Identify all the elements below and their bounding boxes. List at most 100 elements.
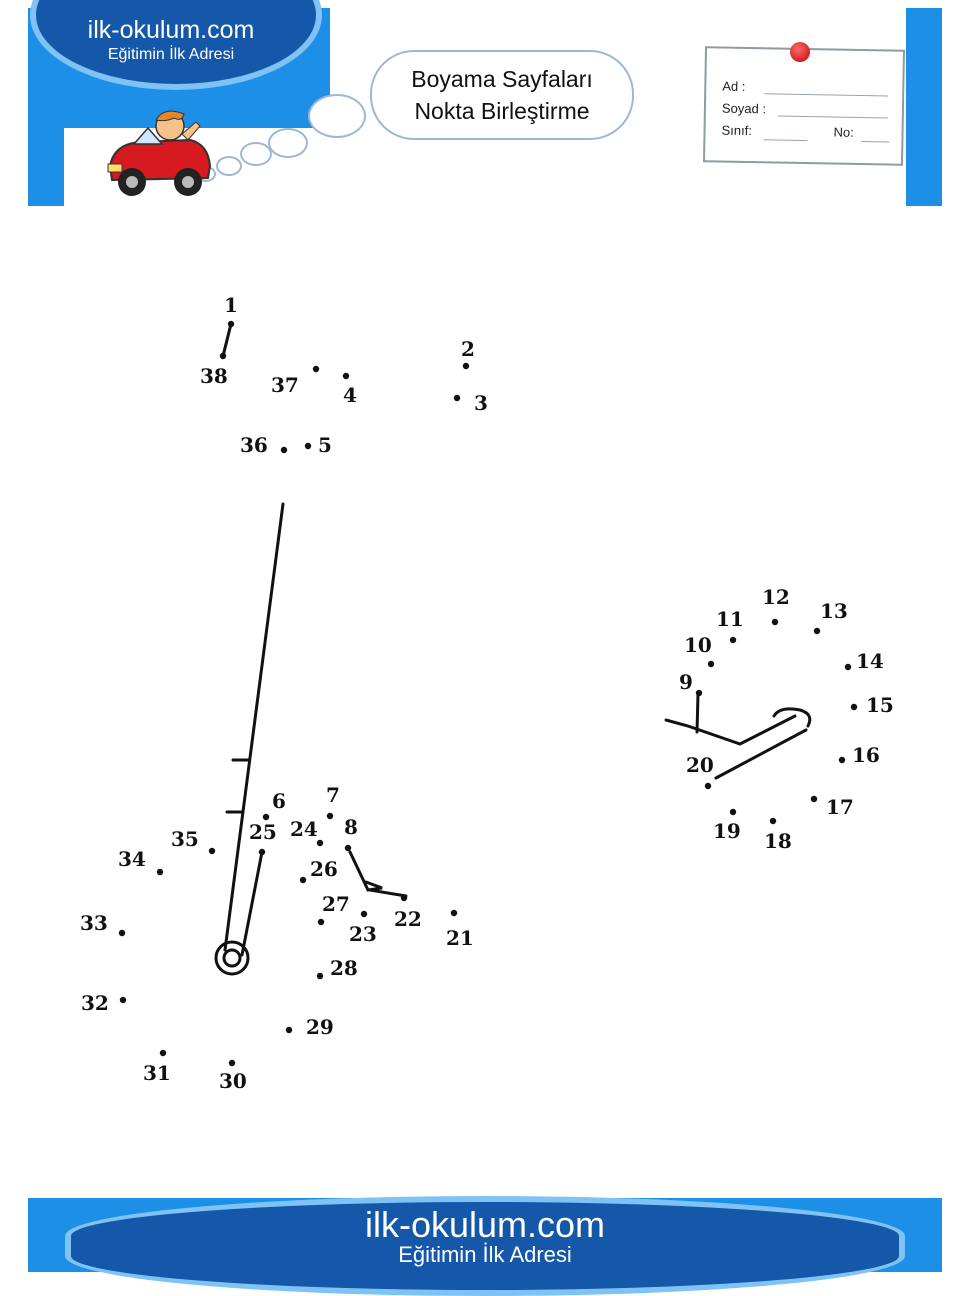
dot-label-20: 20 (686, 753, 714, 777)
dot-label-5: 5 (318, 433, 332, 457)
dot-13 (813, 627, 821, 635)
car-boy-icon (107, 110, 212, 196)
dot-label-32: 32 (81, 991, 109, 1015)
guide-lines (214, 322, 812, 976)
dot-label-2: 2 (461, 337, 475, 361)
guide-line-1-38 (221, 322, 233, 358)
title-cloud: Boyama Sayfaları Nokta Birleştirme (370, 50, 634, 140)
dot-28 (316, 972, 324, 980)
thought-puff (268, 128, 308, 158)
dot-15 (850, 703, 858, 711)
card-line-sinif (763, 139, 808, 142)
dot-label-9: 9 (679, 670, 693, 694)
dot-label-4: 4 (343, 383, 357, 407)
dot-1 (227, 320, 235, 328)
dot-29 (285, 1026, 293, 1034)
dot-36 (280, 446, 288, 454)
dot-33 (118, 929, 126, 937)
dot-label-14: 14 (856, 649, 884, 673)
thought-puff (240, 142, 272, 166)
dot-19 (729, 808, 737, 816)
dot-4 (342, 372, 350, 380)
dot-10 (707, 660, 715, 668)
dot-16 (838, 756, 846, 764)
dot-8 (344, 844, 352, 852)
dot-9 (695, 689, 703, 697)
dot-3 (453, 394, 461, 402)
dot-label-22: 22 (394, 907, 422, 931)
dot-38 (219, 352, 227, 360)
dot-label-13: 13 (820, 599, 848, 623)
push-pin-icon (790, 42, 810, 62)
clock-hand-lower (714, 728, 808, 780)
dot-label-18: 18 (764, 829, 792, 853)
dot-label-23: 23 (349, 922, 377, 946)
dot-label-33: 33 (80, 911, 108, 935)
dot-18 (769, 817, 777, 825)
dot-27 (317, 918, 325, 926)
dot-label-17: 17 (826, 795, 854, 819)
dot-23 (360, 910, 368, 918)
dot-label-10: 10 (684, 633, 712, 657)
dot-24 (316, 839, 324, 847)
dot-37 (312, 365, 320, 373)
dot-20 (704, 782, 712, 790)
dot-label-11: 11 (716, 607, 744, 631)
dot-label-29: 29 (306, 1015, 334, 1039)
dot-31 (159, 1049, 167, 1057)
dot-label-27: 27 (322, 892, 350, 916)
dot-26 (299, 876, 307, 884)
clock-hand-upper (664, 692, 797, 746)
dot-label-7: 7 (326, 783, 340, 807)
dot-label-28: 28 (330, 956, 358, 980)
card-line-no (861, 141, 890, 143)
stick-shaft-left (223, 502, 285, 952)
dot-label-16: 16 (852, 743, 880, 767)
dot-22 (400, 894, 408, 902)
dot-label-38: 38 (200, 364, 228, 388)
dot-label-25: 25 (249, 820, 277, 844)
stick-loop-inner (222, 948, 242, 968)
dot-30 (228, 1059, 236, 1067)
thought-puff (216, 156, 242, 176)
dot-label-34: 34 (118, 847, 146, 871)
student-name-card: Ad : Soyad : Sınıf: No: (703, 46, 905, 166)
dot-label-31: 31 (143, 1061, 171, 1085)
card-line-ad (764, 93, 889, 97)
dot-label-19: 19 (713, 819, 741, 843)
dot-25 (258, 848, 266, 856)
dot-7 (326, 812, 334, 820)
dot-label-1: 1 (224, 293, 238, 317)
dot-label-35: 35 (171, 827, 199, 851)
dot-34 (156, 868, 164, 876)
dot-6 (262, 813, 270, 821)
footer-oval (65, 1196, 905, 1296)
clock-hand-tip (772, 707, 812, 728)
page-title-line1: Boyama Sayfaları (411, 66, 593, 92)
stick-shaft-right (240, 850, 264, 957)
dot-label-26: 26 (310, 857, 338, 881)
card-label-sinif: Sınıf: (721, 122, 753, 139)
stick-loop-outer (214, 940, 250, 976)
dot-5 (304, 442, 312, 450)
card-label-ad: Ad : (722, 78, 746, 94)
dot-label-37: 37 (271, 373, 299, 397)
dot-21 (450, 909, 458, 917)
thought-puff (308, 94, 366, 138)
dot-11 (729, 636, 737, 644)
dot-14 (844, 663, 852, 671)
dot-label-30: 30 (219, 1069, 247, 1093)
dot-35 (208, 847, 216, 855)
dot-label-21: 21 (446, 926, 474, 950)
logo-slogan: Eğitimin İlk Adresi (107, 46, 235, 63)
dot-label-6: 6 (272, 789, 286, 813)
footer-slogan: Eğitimin İlk Adresi (398, 1242, 572, 1267)
card-label-soyad: Soyad : (721, 100, 767, 117)
page-title-line2: Nokta Birleştirme (414, 98, 590, 124)
dot-label-12: 12 (762, 585, 790, 609)
card-label-no: No: (833, 124, 854, 140)
dot-label-24: 24 (290, 817, 318, 841)
card-line-soyad (777, 115, 888, 119)
dot-17 (810, 795, 818, 803)
